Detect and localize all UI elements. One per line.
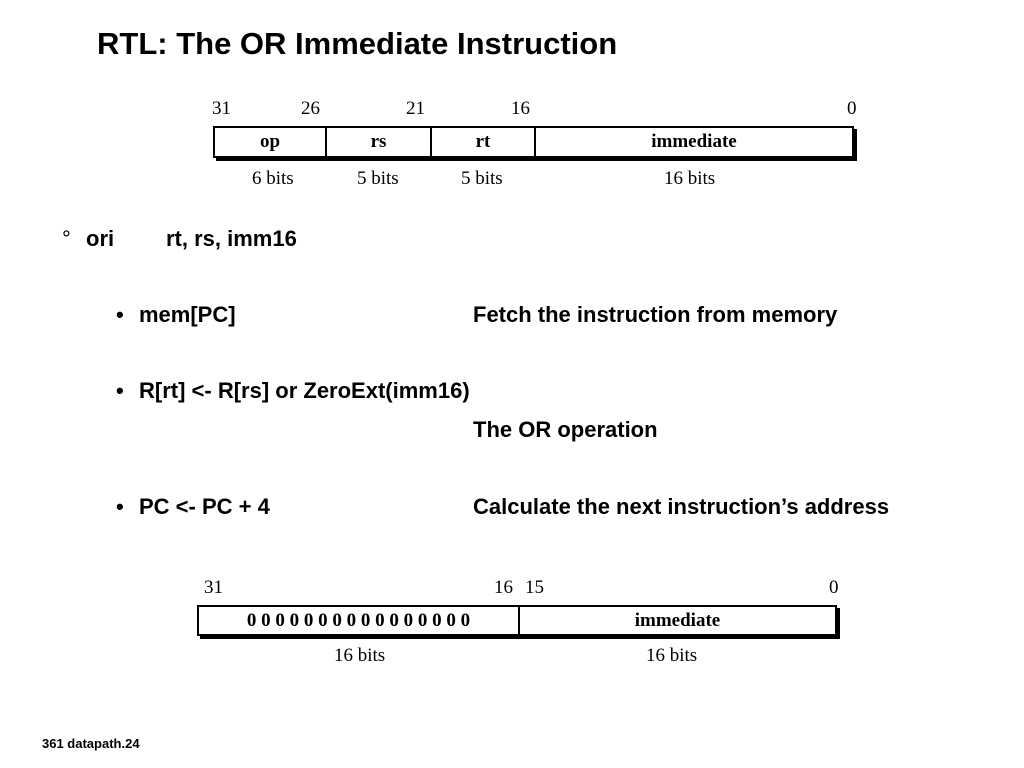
step-rtl-fetch: mem[PC] <box>139 302 236 327</box>
field-op: op <box>215 128 327 156</box>
zero-extend-field-box: 0 0 0 0 0 0 0 0 0 0 0 0 0 0 0 0 immediat… <box>197 605 837 636</box>
bit-label-16: 16 <box>494 577 513 598</box>
instruction-mnemonic: ori <box>86 226 115 251</box>
instruction-operands: rt, rs, imm16 <box>166 226 297 251</box>
step-desc-or: The OR operation <box>473 417 658 442</box>
bit-label-15: 15 <box>525 577 544 598</box>
bit-label-0: 0 <box>829 577 839 598</box>
field-immediate: immediate <box>651 131 737 152</box>
step-rtl-pc: PC <- PC + 4 <box>139 494 270 519</box>
bit-label-21: 21 <box>406 98 425 119</box>
slide-title: RTL: The OR Immediate Instruction <box>97 26 618 61</box>
step-rtl-or: R[rt] <- R[rs] or ZeroExt(imm16) <box>139 378 470 403</box>
step-desc-fetch: Fetch the instruction from memory <box>473 302 838 327</box>
field-zeros: 0 0 0 0 0 0 0 0 0 0 0 0 0 0 0 0 <box>199 607 520 634</box>
bit-label-31: 31 <box>204 577 223 598</box>
width-op: 6 bits <box>252 168 294 189</box>
bit-label-0: 0 <box>847 98 857 119</box>
bit-label-16: 16 <box>511 98 530 119</box>
instruction-field-box: op rs rt immediate <box>213 126 854 158</box>
slide-footer: 361 datapath.24 <box>42 736 140 751</box>
width-rs: 5 bits <box>357 168 399 189</box>
field-rs: rs <box>327 128 432 156</box>
step-bullet: • <box>116 378 124 403</box>
step-desc-pc: Calculate the next instruction’s address <box>473 494 890 519</box>
width-immediate: 16 bits <box>646 645 698 666</box>
width-zeros: 16 bits <box>334 645 386 666</box>
field-rt: rt <box>432 128 536 156</box>
width-rt: 5 bits <box>461 168 503 189</box>
bit-label-31: 31 <box>212 98 231 119</box>
step-bullet: • <box>116 494 124 519</box>
field-immediate: immediate <box>634 609 721 631</box>
instruction-bullet: ° <box>62 226 71 251</box>
step-bullet: • <box>116 302 124 327</box>
bit-label-26: 26 <box>301 98 320 119</box>
width-immediate: 16 bits <box>664 168 716 189</box>
